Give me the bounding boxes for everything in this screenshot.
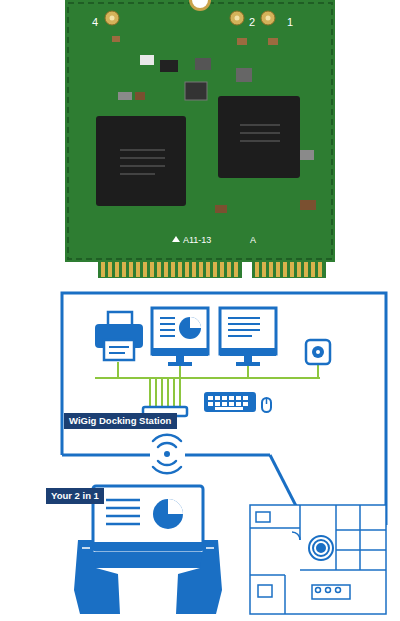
antenna-number: 2	[249, 17, 255, 28]
label-text: Your 2 in 1	[51, 490, 99, 502]
monitor-icon	[220, 308, 276, 366]
printer-icon	[95, 312, 143, 360]
board-revision: A11-13	[183, 236, 211, 245]
board-marking: A	[250, 236, 256, 245]
floor-plan	[250, 505, 386, 614]
antenna-number: 4	[92, 17, 98, 28]
hands	[74, 540, 222, 614]
antenna-number: 1	[287, 17, 293, 28]
monitor-icon	[152, 308, 208, 366]
label-text: WiGig Docking Station	[69, 415, 172, 427]
wigig-card	[65, 0, 335, 278]
signal-marker	[309, 536, 333, 560]
wireless-symbol	[153, 435, 181, 473]
dock-label: WiGig Docking Station	[64, 413, 177, 429]
keyboard-icon	[204, 392, 271, 412]
device-label: Your 2 in 1	[46, 488, 104, 504]
drive-icon	[306, 340, 330, 364]
